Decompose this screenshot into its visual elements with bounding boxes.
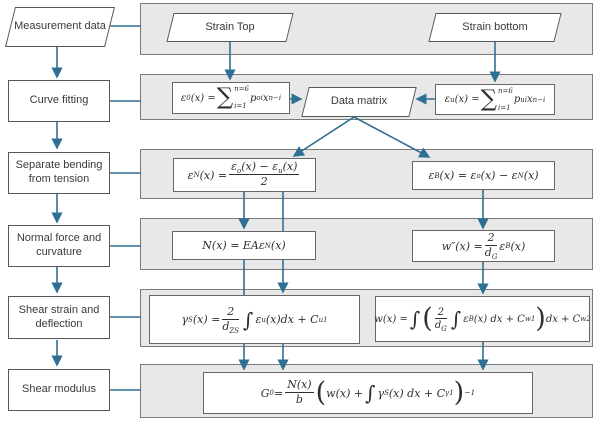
node-shear-strain: Shear strain and deflection (8, 296, 110, 339)
arrow-datamatrix-to-epsN (292, 116, 355, 157)
node-label: Separate bending from tension (15, 159, 103, 185)
node-normal-force: Normal force and curvature (8, 225, 110, 267)
node-strain-bottom: Strain bottom (428, 13, 562, 42)
node-curve-fitting: Curve fitting (8, 80, 110, 122)
node-shear-modulus: Shear modulus (8, 369, 110, 411)
node-label: Normal force and curvature (16, 232, 102, 258)
node-label: Strain bottom (462, 20, 528, 33)
node-label: Strain Top (205, 20, 255, 33)
node-label: Data matrix (330, 95, 388, 108)
node-measurement-data: Measurement data (5, 7, 115, 47)
node-data-matrix: Data matrix (301, 87, 417, 117)
arrow-datamatrix-to-epsB (353, 116, 431, 158)
node-strain-top: Strain Top (166, 13, 294, 42)
node-separate-bending: Separate bending from tension (8, 152, 110, 194)
node-label: Shear modulus (22, 383, 96, 396)
node-label: Measurement data (14, 20, 106, 33)
node-label: Curve fitting (29, 94, 89, 107)
node-label: Shear strain and deflection (18, 303, 100, 330)
